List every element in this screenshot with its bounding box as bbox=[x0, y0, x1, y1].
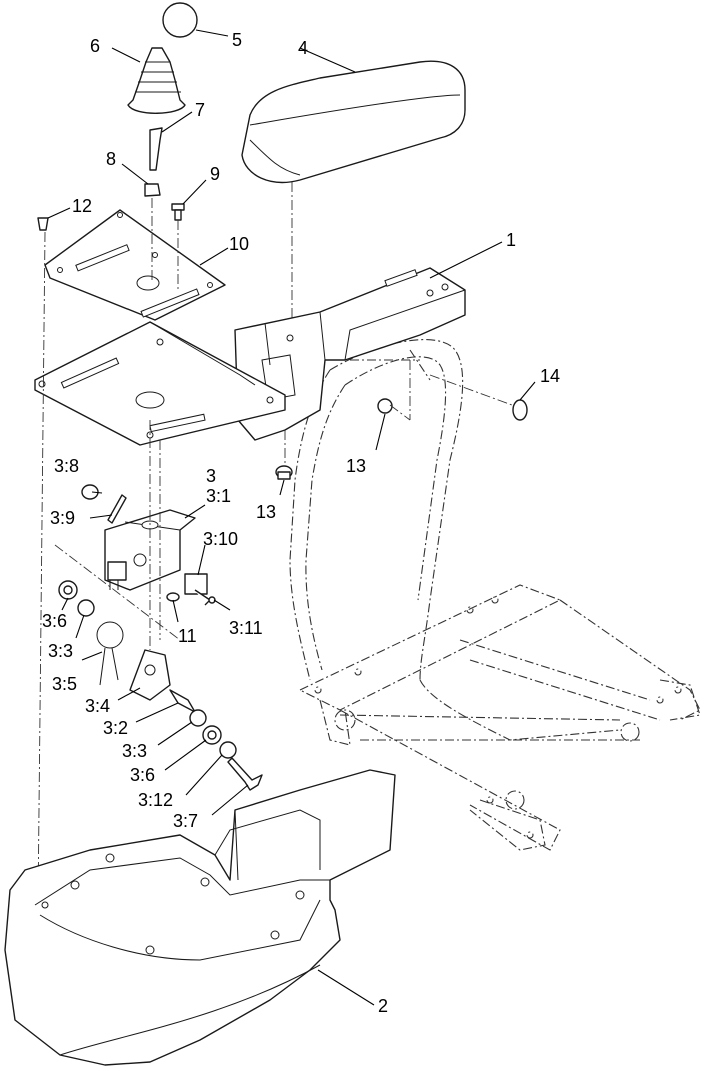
bushing-3-3-top bbox=[77, 599, 95, 617]
callout-3-7: 3:7 bbox=[173, 811, 198, 831]
switch-3-10 bbox=[184, 573, 211, 606]
callout-3-6-bottom: 3:6 bbox=[130, 765, 155, 785]
callout-labels: 5 6 4 7 8 9 12 10 1 14 13 13 3 3:1 3:8 3… bbox=[42, 30, 560, 1016]
callout-13-rear: 13 bbox=[346, 456, 366, 476]
callout-6: 6 bbox=[90, 36, 100, 56]
callout-14: 14 bbox=[540, 366, 560, 386]
callout-4: 4 bbox=[298, 38, 308, 58]
callout-3: 3 bbox=[206, 466, 216, 486]
armrest-cushion bbox=[241, 60, 466, 184]
callout-3-4: 3:4 bbox=[85, 696, 110, 716]
spring-clip-3-5 bbox=[96, 621, 124, 686]
callout-12: 12 bbox=[72, 196, 92, 216]
callout-3-5: 3:5 bbox=[52, 674, 77, 694]
shift-boot bbox=[127, 47, 186, 114]
bolt-9 bbox=[171, 203, 185, 221]
control-base-plate bbox=[34, 321, 286, 446]
washer-3-6-bottom bbox=[202, 725, 222, 745]
callout-10: 10 bbox=[229, 234, 249, 254]
shift-lever bbox=[149, 127, 163, 171]
callout-3-6-top: 3:6 bbox=[42, 611, 67, 631]
callout-11-label: 11 bbox=[178, 626, 197, 646]
callout-9: 9 bbox=[210, 164, 220, 184]
callout-3-12: 3:12 bbox=[138, 790, 173, 810]
pin-3-9 bbox=[107, 494, 127, 524]
switch-left bbox=[107, 561, 127, 590]
pivot-block-3-4 bbox=[129, 649, 171, 701]
callout-5: 5 bbox=[232, 30, 242, 50]
shift-plate bbox=[44, 209, 226, 321]
bushing-3-8 bbox=[81, 484, 99, 500]
callout-7: 7 bbox=[195, 100, 205, 120]
leader-lines bbox=[47, 29, 536, 1006]
callout-2: 2 bbox=[378, 996, 388, 1016]
callout-3-8: 3:8 bbox=[54, 456, 79, 476]
lever-nut bbox=[144, 183, 161, 197]
callout-3-2: 3:2 bbox=[103, 718, 128, 738]
seat-frame-phantom bbox=[289, 339, 701, 851]
callout-3-3-top: 3:3 bbox=[48, 641, 73, 661]
armrest-bracket bbox=[234, 267, 466, 441]
bolt-3-7 bbox=[227, 757, 263, 791]
console-housing bbox=[4, 769, 396, 1066]
callout-3-1: 3:1 bbox=[206, 486, 231, 506]
callout-3-10: 3:10 bbox=[203, 529, 238, 549]
callout-8: 8 bbox=[106, 149, 116, 169]
spacer-3-2 bbox=[169, 689, 196, 713]
callout-1: 1 bbox=[506, 230, 516, 250]
washer-3-12 bbox=[219, 741, 237, 759]
callout-3-9: 3:9 bbox=[50, 508, 75, 528]
bushing-3-3-bottom bbox=[189, 709, 207, 727]
shift-knob bbox=[162, 2, 198, 38]
washer-3-6-top bbox=[58, 580, 78, 600]
callout-3-3-bottom: 3:3 bbox=[122, 741, 147, 761]
callout-3-11: 3:11 bbox=[229, 618, 263, 638]
mount-bushing-13-front bbox=[275, 465, 293, 480]
nut-11 bbox=[166, 592, 180, 602]
screw-12 bbox=[37, 217, 49, 231]
mount-bushing-13-rear bbox=[377, 398, 393, 414]
callout-13-front: 13 bbox=[256, 502, 276, 522]
